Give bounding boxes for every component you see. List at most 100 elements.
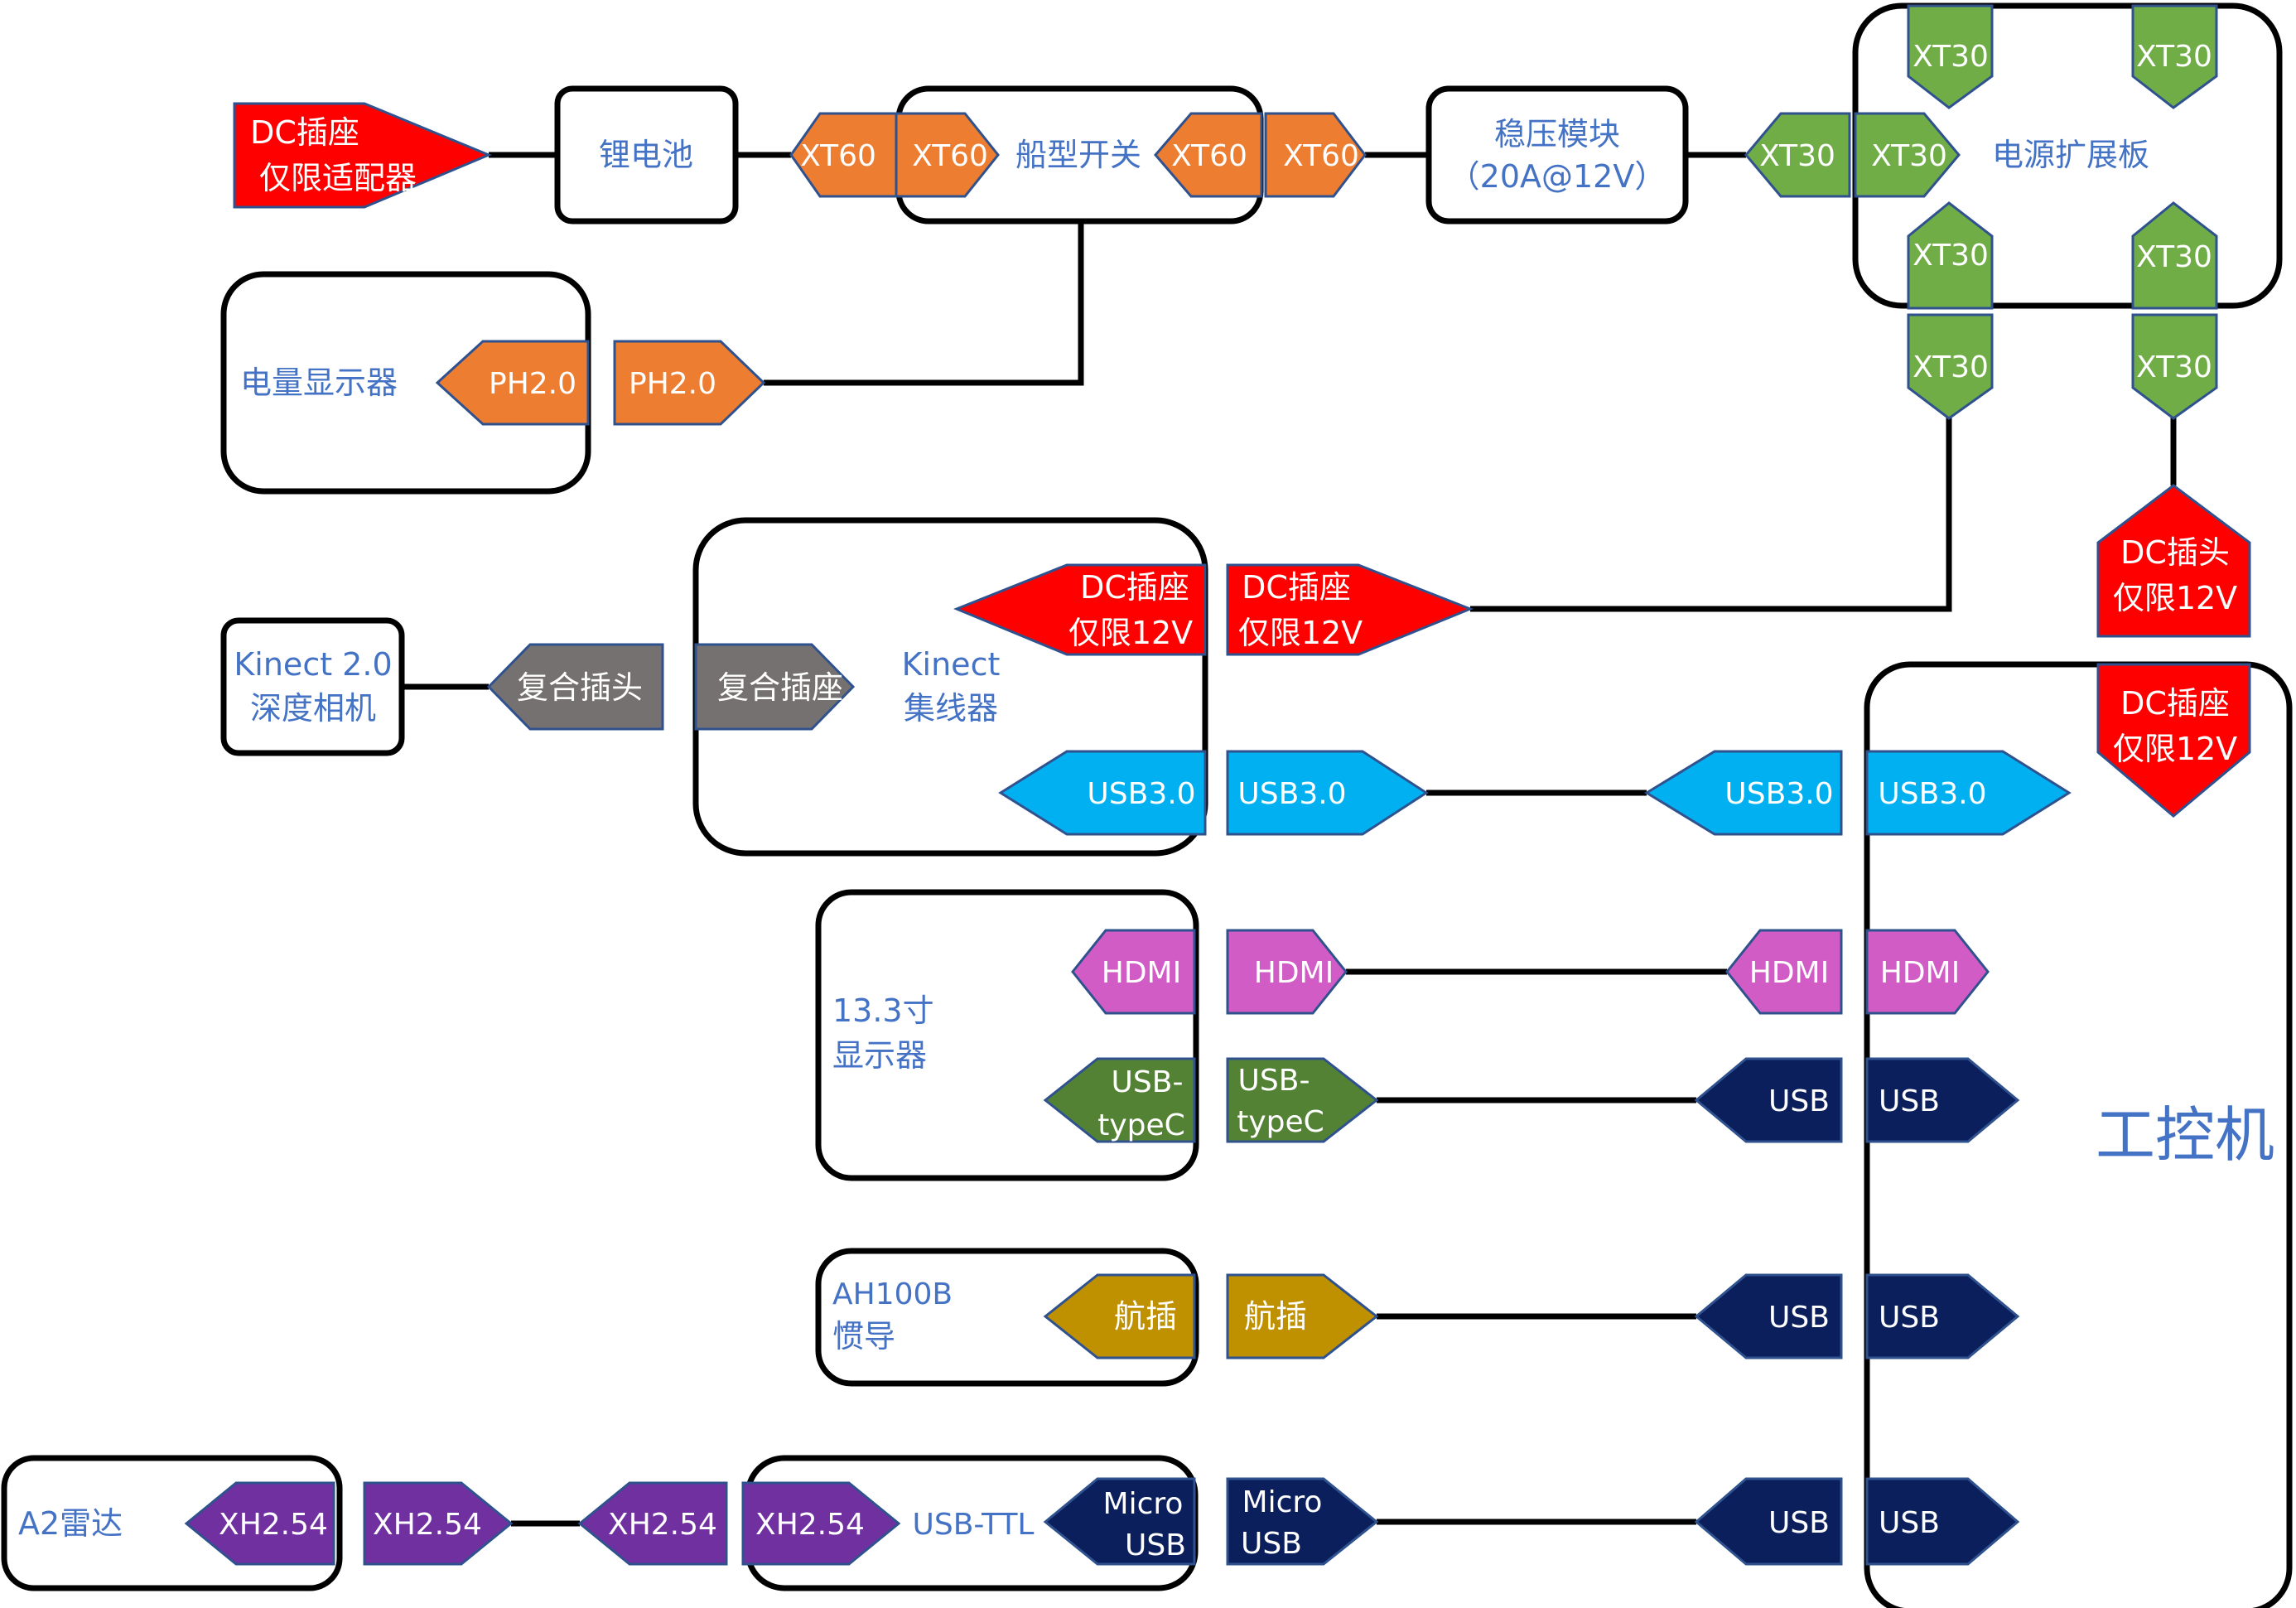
usb-ttl-label: USB-TTL xyxy=(913,1508,1035,1542)
dc-plug-label-1: DC插头 xyxy=(2120,534,2230,571)
xt60-label-4: XT60 xyxy=(1283,139,1359,173)
dc-plug-12v xyxy=(2096,484,2251,638)
usb-typec-cable-label-1: USB- xyxy=(1238,1064,1310,1098)
usb-display-cable-label: USB xyxy=(1768,1084,1830,1118)
composite-plug xyxy=(486,643,664,731)
xt30-label-top-right: XT30 xyxy=(2136,40,2212,74)
micro-usb-cable-label-1: Micro xyxy=(1242,1485,1323,1519)
hdmi-label-cable-b: HDMI xyxy=(1749,956,1829,990)
hdmi-cable-b xyxy=(1725,929,1843,1015)
usb30-label-cable-b: USB3.0 xyxy=(1724,777,1833,811)
kinect-hub-label-1: Kinect xyxy=(902,646,1001,683)
dc-socket-cable-label-1: DC插座 xyxy=(1242,569,1351,606)
usb30-cable-a xyxy=(1226,750,1429,836)
xt60-switch-out xyxy=(1154,112,1263,198)
usb-lidar-ipc xyxy=(1865,1477,2020,1566)
usb-lidar-ipc-label: USB xyxy=(1879,1506,1940,1540)
hdmi-cable-a xyxy=(1226,929,1348,1015)
xt30-board-bottom-right xyxy=(2131,201,2218,310)
usb-typec-display-label-1: USB- xyxy=(1112,1065,1184,1099)
boat-switch-label: 船型开关 xyxy=(1015,137,1141,173)
ph20-label-meter: PH2.0 xyxy=(489,367,576,401)
regulator-label-2: （20A@12V） xyxy=(1449,158,1667,195)
kinect-camera-label-2: 深度相机 xyxy=(250,690,376,727)
usb-lidar-cable-label: USB xyxy=(1768,1506,1830,1540)
regulator-box xyxy=(1425,85,1689,225)
connector-labels: DC插座 仅限适配器 XT60 XT60 XT60 XT60 XT30 XT30… xyxy=(219,40,2237,1562)
xt30-board-top-left xyxy=(1907,4,1994,109)
kinect-camera-label-1: Kinect 2.0 xyxy=(234,646,392,683)
usb30-label-ipc: USB3.0 xyxy=(1878,777,1986,811)
display-box xyxy=(815,889,1199,1181)
aviation-cable xyxy=(1226,1273,1379,1359)
usb-lidar-cable xyxy=(1694,1477,1843,1566)
micro-usb-ttl xyxy=(1043,1477,1196,1566)
display-label-1: 13.3寸 xyxy=(832,992,934,1029)
micro-usb-cable xyxy=(1226,1477,1379,1566)
usb-typec-cable-label-2: typeC xyxy=(1237,1105,1324,1139)
xh254-cable-b xyxy=(577,1481,728,1566)
usb-typec-display-label-2: typeC xyxy=(1097,1108,1185,1142)
dc-plug-label-2: 仅限12V xyxy=(2113,580,2237,616)
battery-box xyxy=(554,85,739,225)
hdmi-label-cable-a: HDMI xyxy=(1254,956,1334,990)
connector-shapes xyxy=(184,4,2251,1566)
xt30-board-in xyxy=(1854,112,1961,198)
xt60-label-3: XT60 xyxy=(1171,139,1247,173)
composite-socket-label: 复合插座 xyxy=(717,669,843,706)
hdmi-label-display: HDMI xyxy=(1102,956,1181,990)
usb30-ipc xyxy=(1865,750,2072,836)
micro-usb-ttl-label-2: USB xyxy=(1125,1528,1186,1562)
lidar-label: A2雷达 xyxy=(18,1505,123,1542)
ipc-label: 工控机 xyxy=(2096,1100,2274,1170)
xt30-regulator-side xyxy=(1744,112,1851,198)
xh254-cable-b-label: XH2.54 xyxy=(608,1508,717,1542)
dc-adapter-label-1: DC插座 xyxy=(250,114,359,151)
usb30-label-hub: USB3.0 xyxy=(1087,777,1195,811)
dc-socket-ipc-label-1: DC插座 xyxy=(2120,685,2230,722)
dc-socket-hub xyxy=(953,563,1207,656)
ph20-switch-side xyxy=(613,340,766,426)
kinect-camera-box xyxy=(220,617,405,756)
hdmi-label-ipc: HDMI xyxy=(1880,956,1960,990)
usb-display-cable xyxy=(1694,1057,1843,1143)
usb-imu-ipc-label: USB xyxy=(1879,1301,1940,1335)
aviation-imu xyxy=(1043,1273,1196,1359)
xt30-label-top-left: XT30 xyxy=(1913,40,1989,74)
power-board-label: 电源扩展板 xyxy=(1992,137,2149,173)
wires xyxy=(402,152,2177,1527)
xh254-cable-a xyxy=(363,1481,514,1566)
ph20-label-switch: PH2.0 xyxy=(629,367,716,401)
usb-imu-cable xyxy=(1694,1273,1843,1359)
dc-socket-hub-label-1: DC插座 xyxy=(1080,569,1189,606)
dc-adapter-socket xyxy=(233,102,492,209)
kinect-hub-label-2: 集线器 xyxy=(904,690,998,727)
xt60-regulator-side xyxy=(1264,112,1367,198)
hdmi-ipc xyxy=(1865,929,1990,1015)
dc-socket-ipc xyxy=(2096,663,2251,818)
xt60-label-2: XT60 xyxy=(912,139,988,173)
aviation-cable-label: 航插 xyxy=(1244,1298,1307,1335)
usb-display-ipc-label: USB xyxy=(1879,1084,1940,1118)
micro-usb-cable-label-2: USB xyxy=(1241,1527,1302,1561)
xt60-switch-in xyxy=(895,112,1000,198)
display-label-2: 显示器 xyxy=(832,1037,927,1074)
xh254-usb-ttl xyxy=(741,1481,901,1566)
usb30-hub xyxy=(998,750,1207,836)
usb30-label-cable-a: USB3.0 xyxy=(1237,777,1346,811)
xt30-label-bottom-right: XT30 xyxy=(2136,240,2212,274)
usb-typec-cable xyxy=(1226,1057,1379,1143)
xh254-usb-ttl-label: XH2.54 xyxy=(755,1508,865,1542)
regulator-label-1: 稳压模块 xyxy=(1494,116,1620,152)
battery-meter-label: 电量显示器 xyxy=(240,365,398,401)
xt30-board-bottom-left xyxy=(1907,201,1994,310)
xt30-label-bottom-left: XT30 xyxy=(1913,239,1989,273)
xt60-label-1: XT60 xyxy=(800,139,876,173)
imu-label-2: 惯导 xyxy=(832,1318,895,1354)
usb-imu-ipc xyxy=(1865,1273,2020,1359)
aviation-imu-label: 航插 xyxy=(1114,1298,1177,1335)
lidar-box xyxy=(1,1455,343,1591)
hdmi-display xyxy=(1071,929,1196,1015)
battery-label: 锂电池 xyxy=(599,137,693,173)
